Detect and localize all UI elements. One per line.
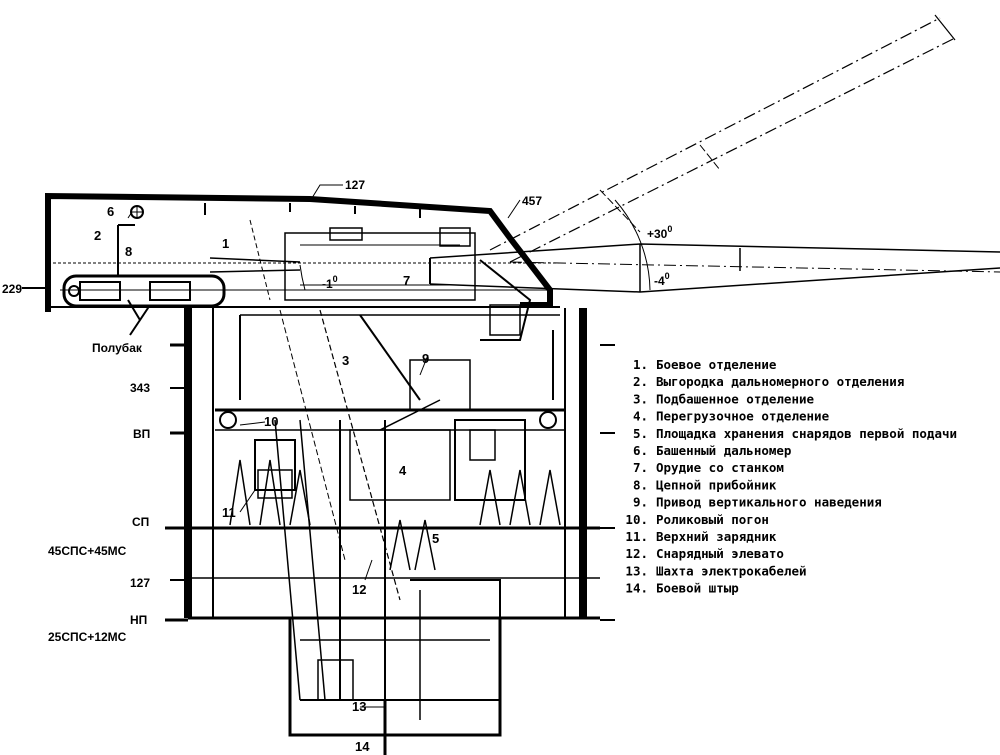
legend-item: Боевое отделение xyxy=(656,357,777,372)
legend-item: Верхний зарядник xyxy=(656,529,777,544)
legend-number: 12. xyxy=(625,546,648,561)
legend: 1. Боевое отделение 2. Выгородка дальномерн… xyxy=(625,357,957,596)
callout-leaders xyxy=(127,184,521,708)
minus1-angle-label: -10 xyxy=(322,274,338,291)
callout-14: 14 xyxy=(355,739,370,754)
callout-10: 10 xyxy=(264,414,278,429)
callout-6: 6 xyxy=(107,204,114,219)
np-spec-label: 25СПС+12МС xyxy=(48,630,127,644)
legend-item: Площадка хранения снарядов первой подачи xyxy=(656,426,957,441)
legend-item: Выгородка дальномерного отделения xyxy=(656,374,904,389)
legend-number: 3. xyxy=(633,391,648,406)
roof-armor-label: 127 xyxy=(345,178,365,192)
legend-item: Роликовый погон xyxy=(656,512,769,527)
sp-spec-label: 45СПС+45МС xyxy=(48,544,127,558)
callout-3: 3 xyxy=(342,353,349,368)
legend-item: Перегрузочное отделение xyxy=(656,409,830,424)
top-labels: 127 457 +300 -40 -10 xyxy=(322,178,672,291)
callout-5: 5 xyxy=(432,531,439,546)
callout-numbers: 1 2 3 4 5 6 7 8 9 10 11 12 13 14 xyxy=(94,204,439,754)
elevation-angle-label: +300 xyxy=(647,224,672,241)
legend-number: 7. xyxy=(633,460,648,475)
front-armor-label: 457 xyxy=(522,194,542,208)
legend-number: 1. xyxy=(633,357,648,372)
polubak-label: Полубак xyxy=(92,341,143,355)
legend-number: 2. xyxy=(633,374,648,389)
sp-label: СП xyxy=(132,515,149,529)
callout-12: 12 xyxy=(352,582,366,597)
armor-markers xyxy=(22,287,615,622)
legend-item: Башенный дальномер xyxy=(656,443,791,458)
vp-label: ВП xyxy=(133,427,150,441)
callout-13: 13 xyxy=(352,699,366,714)
barbette-structure xyxy=(184,308,600,755)
legend-item: Шахта электрокабелей xyxy=(656,563,807,578)
side-labels: 229 Полубак 343 ВП СП 45СПС+45МС 127 НП … xyxy=(2,282,150,644)
gun-barrel xyxy=(299,14,1000,293)
callout-1: 1 xyxy=(222,236,229,251)
armor-229-label: 229 xyxy=(2,282,22,296)
legend-item: Боевой штыр xyxy=(656,581,739,596)
legend-number: 11. xyxy=(625,529,648,544)
legend-item: Привод вертикального наведения xyxy=(656,495,882,510)
legend-number: 6. xyxy=(633,443,648,458)
callout-11: 11 xyxy=(222,505,236,520)
callout-7: 7 xyxy=(403,273,410,288)
legend-number: 13. xyxy=(625,563,648,578)
callout-9: 9 xyxy=(422,351,429,366)
callout-8: 8 xyxy=(125,244,132,259)
armor-343-label: 343 xyxy=(130,381,150,395)
legend-number: 5. xyxy=(633,426,648,441)
legend-item: Орудие со станком xyxy=(656,460,784,475)
legend-item: Подбашенное отделение xyxy=(656,391,815,406)
legend-item: Снарядный элевато xyxy=(656,546,784,561)
legend-number: 8. xyxy=(633,477,648,492)
turret-house xyxy=(45,192,560,341)
legend-number: 9. xyxy=(633,495,648,510)
callout-2: 2 xyxy=(94,228,101,243)
legend-number: 4. xyxy=(633,409,648,424)
np-label: НП xyxy=(130,613,147,627)
callout-4: 4 xyxy=(399,463,407,478)
depression-angle-label: -40 xyxy=(654,271,670,288)
legend-number: 14. xyxy=(625,581,648,596)
armor-127-label: 127 xyxy=(130,576,150,590)
legend-number: 10. xyxy=(625,512,648,527)
legend-item: Цепной прибойник xyxy=(656,477,777,492)
